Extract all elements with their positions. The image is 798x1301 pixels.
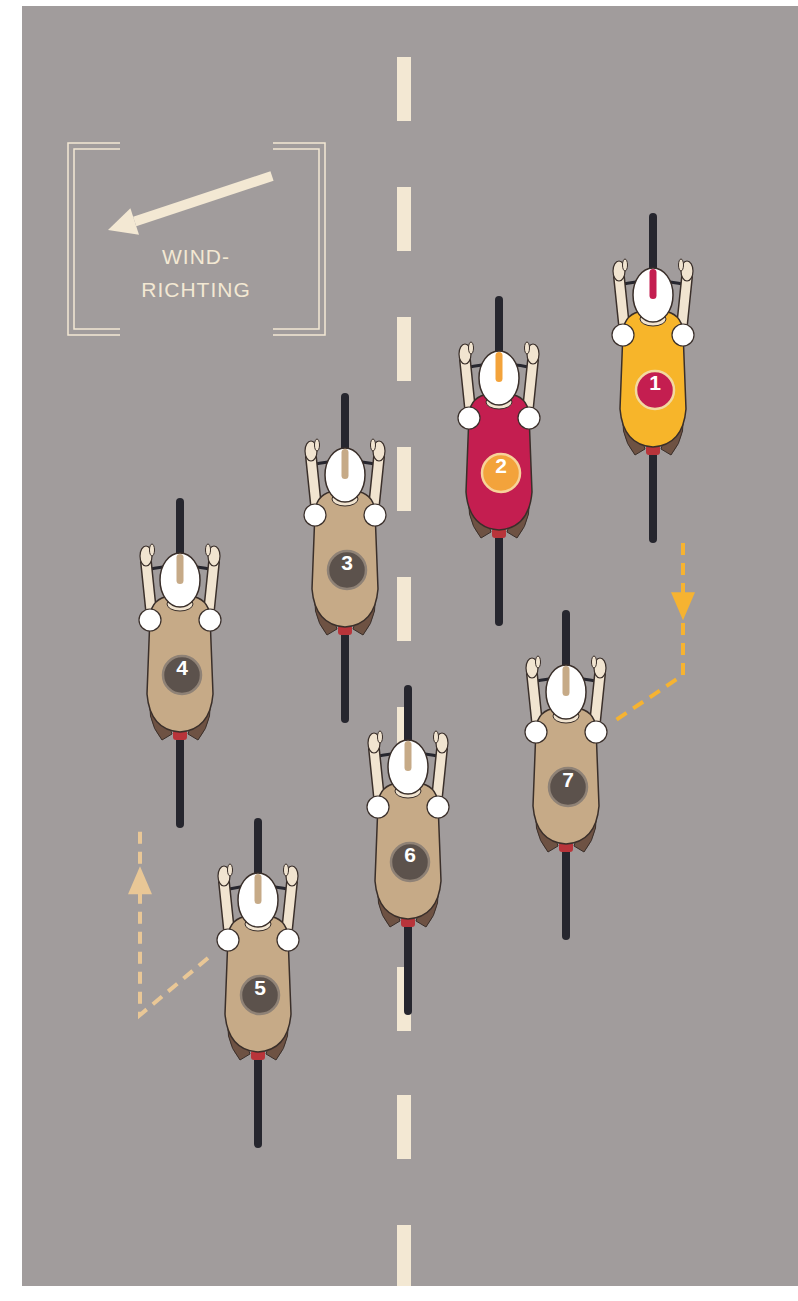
lane-dash	[397, 447, 411, 511]
rider-number: 5	[241, 976, 279, 1014]
thumb	[469, 342, 474, 354]
thumb	[371, 439, 376, 451]
shoulder	[525, 721, 547, 743]
helmet-stripe	[496, 352, 503, 382]
cyclist: 2	[449, 296, 549, 626]
arrow-head	[671, 592, 695, 620]
number-disc	[391, 843, 429, 881]
bracket	[273, 143, 325, 335]
wind-arrow-shaft	[135, 176, 272, 222]
cyclist: 4	[130, 498, 230, 828]
rider-number: 4	[163, 656, 201, 694]
helmet-stripe	[563, 666, 570, 696]
rear-wheel	[254, 1050, 262, 1148]
helmet-stripe	[405, 741, 412, 771]
thumb	[284, 864, 289, 876]
road-surface	[22, 6, 798, 1286]
thumb	[315, 439, 320, 451]
movement-arrow	[616, 543, 695, 720]
shoulder	[367, 796, 389, 818]
helmet	[546, 665, 586, 719]
shoulder	[518, 407, 540, 429]
rear-wheel	[495, 528, 503, 626]
shoulder	[217, 929, 239, 951]
lane-dash	[397, 577, 411, 641]
helmet	[325, 448, 365, 502]
shoulder	[427, 796, 449, 818]
rear-wheel	[404, 917, 412, 1015]
rear-wheel	[176, 730, 184, 828]
rider-number: 1	[636, 371, 674, 409]
shoulder	[139, 609, 161, 631]
number-disc	[549, 768, 587, 806]
lane-dash	[397, 187, 411, 251]
rider-number: 6	[391, 843, 429, 881]
cyclist: 7	[516, 610, 616, 940]
helmet	[238, 873, 278, 927]
thumb	[592, 656, 597, 668]
wind-direction-box: WIND- RICHTING	[68, 140, 325, 335]
rider-number: 3	[328, 551, 366, 589]
lane-dash	[397, 1225, 411, 1286]
helmet-stripe	[255, 874, 262, 904]
number-disc	[241, 976, 279, 1014]
dashed-path	[140, 828, 208, 1015]
shoulder	[364, 504, 386, 526]
movement-arrow	[128, 828, 208, 1015]
shoulder	[304, 504, 326, 526]
thumb	[228, 864, 233, 876]
thumb	[150, 544, 155, 556]
helmet-stripe	[177, 554, 184, 584]
rider-number: 2	[482, 454, 520, 492]
cyclist: 6	[358, 685, 458, 1015]
shoulder	[199, 609, 221, 631]
thumb	[536, 656, 541, 668]
wind-label: WIND- RICHTING	[131, 240, 261, 306]
shoulder	[612, 324, 634, 346]
shoulder	[277, 929, 299, 951]
cyclist: 1	[603, 213, 703, 543]
wind-arrow	[108, 176, 272, 235]
dashed-path	[616, 543, 683, 720]
lane-dash	[397, 1095, 411, 1159]
helmet	[479, 351, 519, 405]
lane-dash	[397, 57, 411, 121]
number-disc	[163, 656, 201, 694]
cyclist: 5	[208, 818, 308, 1148]
number-disc	[328, 551, 366, 589]
number-disc	[636, 371, 674, 409]
bracket	[273, 149, 319, 329]
thumb	[623, 259, 628, 271]
helmet	[160, 553, 200, 607]
helmet	[388, 740, 428, 794]
wind-arrow-head	[108, 208, 139, 235]
thumb	[206, 544, 211, 556]
thumb	[525, 342, 530, 354]
helmet-stripe	[650, 269, 657, 299]
rear-wheel	[562, 842, 570, 940]
center-line	[397, 57, 411, 1286]
thumb	[378, 731, 383, 743]
thumb	[434, 731, 439, 743]
arrow-head	[128, 866, 152, 894]
rear-wheel	[649, 445, 657, 543]
shoulder	[672, 324, 694, 346]
bracket	[74, 149, 120, 329]
shoulder	[458, 407, 480, 429]
helmet	[633, 268, 673, 322]
wind-brackets	[68, 143, 325, 335]
rear-wheel	[341, 625, 349, 723]
helmet-stripe	[342, 449, 349, 479]
rider-number: 7	[549, 768, 587, 806]
shoulder	[585, 721, 607, 743]
lane-dash	[397, 317, 411, 381]
bracket	[68, 143, 120, 335]
cyclist: 3	[295, 393, 395, 723]
number-disc	[482, 454, 520, 492]
thumb	[679, 259, 684, 271]
